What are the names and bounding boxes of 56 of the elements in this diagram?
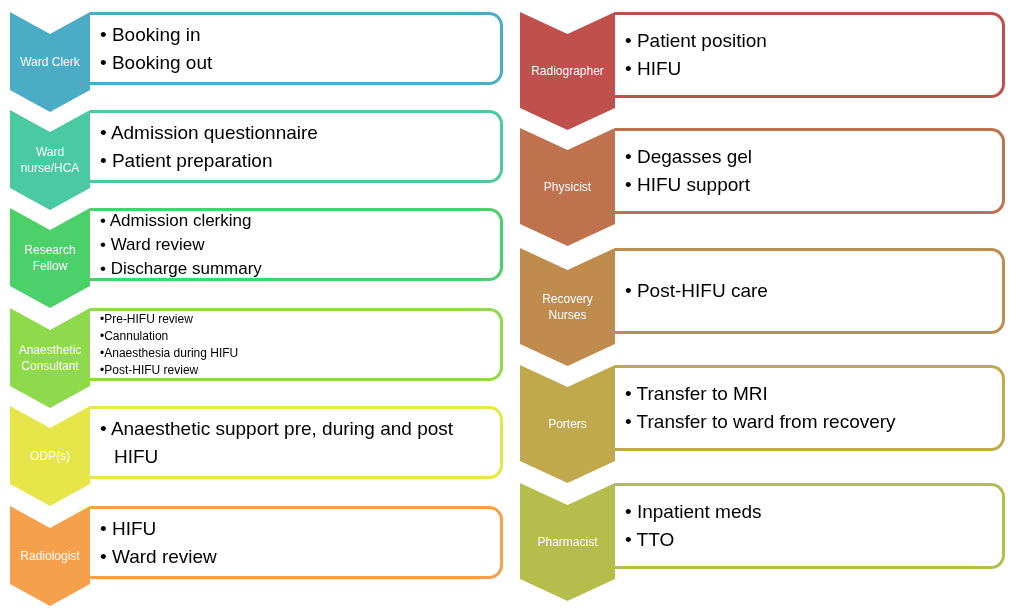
text-box bbox=[90, 208, 503, 281]
bullet-text: • Ward review bbox=[100, 544, 217, 569]
text-box bbox=[90, 406, 503, 479]
text-box bbox=[90, 110, 503, 183]
role-label: ODP(s) bbox=[29, 448, 71, 465]
bullet-text: • Discharge summary bbox=[100, 257, 262, 280]
bullet-text: • Admission questionnaire bbox=[100, 120, 318, 145]
text-box bbox=[615, 248, 1005, 334]
text-box bbox=[615, 12, 1005, 98]
role-label: Radiologist bbox=[19, 548, 81, 565]
bullet-text: • Patient preparation bbox=[100, 148, 274, 173]
bullet-text: • HIFU support bbox=[625, 173, 751, 197]
bullet-text: • Anaesthetic support pre, during and post HIFU bbox=[100, 416, 455, 469]
chevron-shape bbox=[10, 506, 90, 606]
bullet-text: •Anaesthesia during HIFU bbox=[100, 344, 239, 362]
bullet-text: • Inpatient meds bbox=[625, 500, 762, 524]
text-box bbox=[615, 128, 1005, 214]
bullet-text: •Pre-HIFU review bbox=[100, 310, 194, 328]
bullet-text: •Post-HIFU review bbox=[100, 361, 200, 379]
bullet-text: • Admission clerking bbox=[100, 209, 253, 232]
bullet-text: • Transfer to ward from recovery bbox=[625, 410, 896, 434]
text-box bbox=[90, 506, 503, 579]
bullet-text: • HIFU bbox=[625, 57, 683, 81]
text-box bbox=[615, 365, 1005, 451]
chevron-shape bbox=[520, 128, 615, 246]
bullet-text: • TTO bbox=[625, 528, 676, 552]
chevron-shape bbox=[520, 248, 615, 366]
role-label: Anaesthetic Consultant bbox=[17, 342, 83, 375]
bullet-text: • Degasses gel bbox=[625, 145, 753, 169]
chevron-shape bbox=[10, 406, 90, 506]
chevron-shape bbox=[520, 365, 615, 483]
chevron-shape bbox=[10, 12, 90, 112]
role-label: Recovery Nurses bbox=[541, 291, 594, 324]
role-label: Porters bbox=[547, 416, 588, 433]
role-label: Research Fellow bbox=[23, 242, 77, 275]
bullet-text: •Cannulation bbox=[100, 327, 170, 345]
bullet-text: • Transfer to MRI bbox=[625, 382, 769, 406]
bullet-text: • Booking in bbox=[100, 22, 202, 47]
role-label: Physicist bbox=[542, 179, 593, 196]
bullet-text: • Post-HIFU care bbox=[625, 279, 768, 303]
bullet-text: • Ward review bbox=[100, 233, 206, 256]
text-box bbox=[90, 12, 503, 85]
chevron-shape bbox=[10, 308, 90, 408]
bullet-text: • Patient position bbox=[625, 29, 767, 53]
role-label: Ward nurse/HCA bbox=[19, 144, 81, 177]
role-label: Pharmacist bbox=[536, 534, 599, 551]
chevron-shape bbox=[520, 483, 615, 601]
chevron-shape bbox=[10, 208, 90, 308]
text-box bbox=[90, 308, 503, 381]
bullet-text: • Booking out bbox=[100, 50, 213, 75]
chevron-shape bbox=[10, 110, 90, 210]
text-box bbox=[615, 483, 1005, 569]
bullet-text: • HIFU bbox=[100, 516, 158, 541]
role-label: Radiographer bbox=[530, 63, 605, 80]
chevron-shape bbox=[520, 12, 615, 130]
role-label: Ward Clerk bbox=[19, 54, 81, 71]
